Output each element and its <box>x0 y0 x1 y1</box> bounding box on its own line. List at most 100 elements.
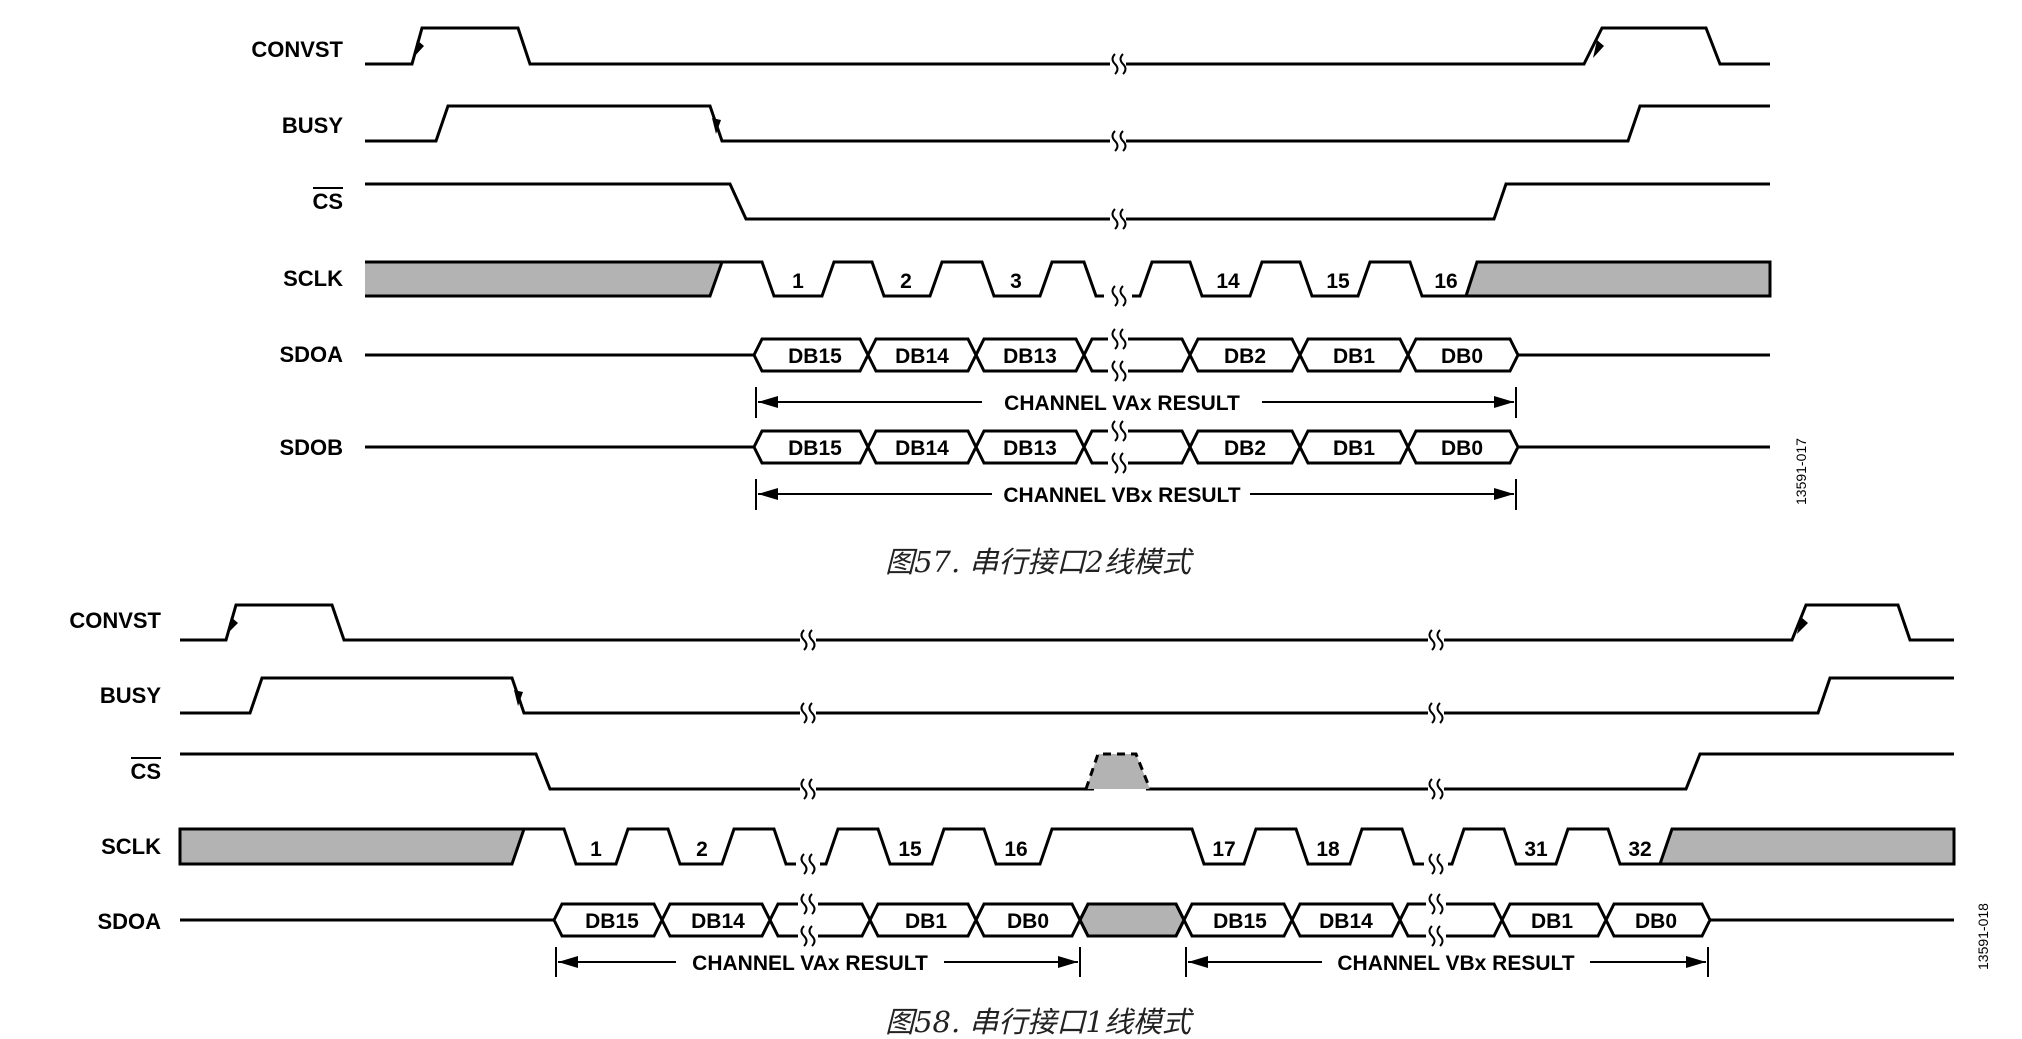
fig57-sdoa-cell-db2: DB2 <box>1224 345 1266 368</box>
fig58-break-cs-1 <box>800 778 816 800</box>
fig58-sdoa-gray-gap <box>1078 902 1186 938</box>
fig58-break-marks <box>800 629 1444 947</box>
fig58-caption: 图58. 串行接口1线模式 <box>885 1005 1195 1039</box>
fig57-break-convst <box>1111 53 1127 75</box>
fig57-sdob-cell-db14: DB14 <box>895 437 949 460</box>
fig58-sclk-gray-left <box>178 827 527 866</box>
fig57-sdob-cell-db2: DB2 <box>1224 437 1266 460</box>
fig58-sdoa-cell-db14-b: DB14 <box>1319 910 1373 933</box>
fig57-busy-wave <box>365 104 1770 143</box>
fig58-sclk-num-31: 31 <box>1524 838 1548 861</box>
fig58-break-convst-1 <box>800 629 816 651</box>
fig58-label-sdoa: SDOA <box>97 909 161 934</box>
fig57-sdob-result-arrow-left <box>758 488 778 500</box>
fig57-sdoa-cell-db1: DB1 <box>1333 345 1375 368</box>
fig58-convst-arrow <box>227 617 238 634</box>
fig57-convst-arrow-2 <box>1593 40 1604 58</box>
fig57-sclk-num-16: 16 <box>1434 270 1457 293</box>
fig57-sdoa-cell-db15: DB15 <box>788 345 842 368</box>
fig57-label-cs: CS <box>312 189 343 214</box>
fig58-cs-dashed-pulse <box>1086 754 1150 789</box>
fig58-break-convst-2 <box>1428 629 1444 651</box>
fig57-sclk-num-3: 3 <box>1010 270 1022 293</box>
fig57-break-marks <box>1111 53 1127 474</box>
fig58-break-sdoa-1-top <box>800 893 816 915</box>
fig58-sclk-gray-right <box>1657 827 1956 866</box>
fig57-label-sdoa: SDOA <box>279 342 343 367</box>
fig58-sdoa-cell-db15-a: DB15 <box>585 910 639 933</box>
fig57-sdoa-cell-db14: DB14 <box>895 345 949 368</box>
fig58-break-sclk-1 <box>800 853 816 875</box>
fig57-sdoa-result-arrow-right <box>1494 396 1514 408</box>
fig58-convst-arrow-2 <box>1797 617 1808 634</box>
fig57-convst-wave <box>365 26 1770 66</box>
fig57-break-sdoa-top <box>1111 328 1127 350</box>
fig57-sdob-cell-db1: DB1 <box>1333 437 1375 460</box>
fig57-break-cs <box>1111 208 1127 230</box>
fig58-label-convst: CONVST <box>69 608 161 633</box>
fig58-result-b-arrow-right <box>1686 956 1706 968</box>
fig57-sdob-result-arrow-right <box>1494 488 1514 500</box>
fig58-break-busy-1 <box>800 702 816 724</box>
fig57-sdoa-cell-db0: DB0 <box>1441 345 1483 368</box>
fig58-result-b-label: CHANNEL VBx RESULT <box>1337 952 1574 975</box>
fig58-break-sdoa-2-top <box>1428 893 1444 915</box>
fig58-cs-wave <box>180 752 1954 791</box>
fig57-sdoa-result-label: CHANNEL VAx RESULT <box>1004 392 1240 415</box>
fig57-sclk-num-2: 2 <box>900 270 912 293</box>
fig58-sclk-num-16: 16 <box>1004 838 1027 861</box>
fig57-sclk-num-15: 15 <box>1326 270 1350 293</box>
fig57-busy-arrow <box>712 118 721 134</box>
fig57-sdob-cell-db0: DB0 <box>1441 437 1483 460</box>
figure-58: CONVST BUSY CS SCLK SDOA 1 2 15 16 17 18… <box>69 603 1991 1039</box>
fig57-cs-wave <box>365 182 1770 221</box>
fig58-convst-wave <box>180 603 1954 642</box>
fig57-sclk-wave <box>722 260 1466 298</box>
fig57-sclk-gray-right <box>1463 260 1772 298</box>
fig57-break-sdob-bottom <box>1111 452 1127 474</box>
fig58-break-busy-2 <box>1428 702 1444 724</box>
fig57-label-sclk: SCLK <box>283 266 343 291</box>
fig57-break-busy <box>1111 130 1127 152</box>
fig58-label-cs: CS <box>130 759 161 784</box>
fig58-break-sclk-2 <box>1428 853 1444 875</box>
fig58-sclk-num-18: 18 <box>1316 838 1340 861</box>
fig58-sclk-num-2: 2 <box>696 838 708 861</box>
fig57-sdoa-cell-db13: DB13 <box>1003 345 1057 368</box>
fig58-cs-dashed-outline <box>1084 752 1152 790</box>
fig58-label-busy: BUSY <box>100 683 161 708</box>
fig58-result-a-arrow-right <box>1058 956 1078 968</box>
fig58-sdoa-cell-db1-b: DB1 <box>1531 910 1573 933</box>
fig57-sdoa-bus <box>752 337 1520 373</box>
fig58-result-a-arrow-left <box>558 956 578 968</box>
fig58-break-sdoa-2-bottom <box>1428 925 1444 947</box>
fig58-sclk-num-32: 32 <box>1628 838 1651 861</box>
fig58-sdoa-bus <box>552 902 1712 938</box>
fig57-sdob-bus <box>752 429 1520 465</box>
fig58-sdoa-cell-db0-b: DB0 <box>1635 910 1677 933</box>
fig57-label-convst: CONVST <box>251 37 343 62</box>
fig58-busy-arrow <box>514 690 523 706</box>
fig57-break-sclk <box>1111 285 1127 307</box>
fig57-sdoa-result-arrow-left <box>758 396 778 408</box>
fig58-result-a-label: CHANNEL VAx RESULT <box>692 952 928 975</box>
fig57-sdob-cell-db13: DB13 <box>1003 437 1057 460</box>
fig58-sdoa-cell-db15-b: DB15 <box>1213 910 1267 933</box>
fig58-label-sclk: SCLK <box>101 834 161 859</box>
fig58-sdoa-cell-db0-a: DB0 <box>1007 910 1049 933</box>
fig58-busy-wave <box>180 676 1954 715</box>
fig58-result-b-arrow-left <box>1188 956 1208 968</box>
fig58-sclk-num-1: 1 <box>590 838 602 861</box>
fig57-sclk-gray-left <box>365 260 725 298</box>
fig58-figure-id: 13591-018 <box>1975 903 1991 970</box>
fig57-break-sdob-top <box>1111 420 1127 442</box>
fig57-sclk-num-14: 14 <box>1216 270 1240 293</box>
fig57-break-sdoa-bottom <box>1111 360 1127 382</box>
fig57-convst-arrow <box>413 40 424 58</box>
fig58-break-cs-2 <box>1428 778 1444 800</box>
fig58-break-sdoa-1-bottom <box>800 925 816 947</box>
fig57-sclk-num-1: 1 <box>792 270 804 293</box>
fig58-sclk-wave <box>524 827 1660 866</box>
fig57-figure-id: 13591-017 <box>1793 438 1809 505</box>
